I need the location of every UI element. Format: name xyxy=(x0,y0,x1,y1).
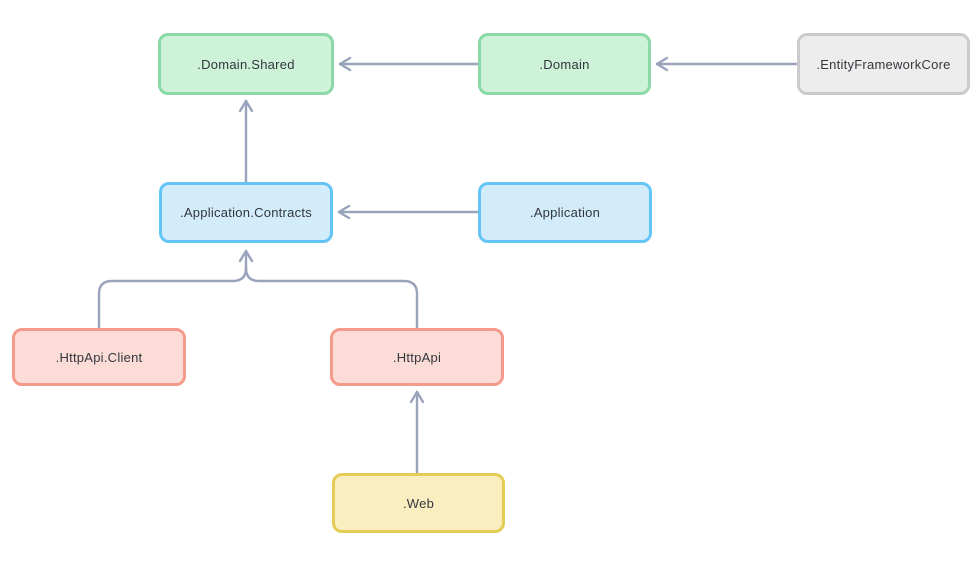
node-domain: .Domain xyxy=(478,33,651,95)
node-entity-framework-core: .EntityFrameworkCore xyxy=(797,33,970,95)
node-label: .Domain.Shared xyxy=(197,56,295,72)
node-http-api: .HttpApi xyxy=(330,328,504,386)
node-label: .Domain xyxy=(539,56,590,72)
node-label: .Web xyxy=(402,495,435,511)
node-label: .HttpApi xyxy=(392,349,442,365)
edge-httpapi-client-to-application-contracts xyxy=(97,266,248,330)
node-web: .Web xyxy=(332,473,505,533)
node-label: .Application xyxy=(529,205,601,220)
edge-httpapi-to-application-contracts xyxy=(244,266,419,330)
node-label: .HttpApi.Client xyxy=(55,349,143,365)
node-domain-shared: .Domain.Shared xyxy=(158,33,334,95)
node-application: .Application xyxy=(478,182,652,243)
node-application-contracts: .Application.Contracts xyxy=(159,182,333,243)
node-label: .EntityFrameworkCore xyxy=(816,56,951,72)
node-http-api-client: .HttpApi.Client xyxy=(12,328,186,386)
node-label: .Application.Contracts xyxy=(180,205,312,220)
